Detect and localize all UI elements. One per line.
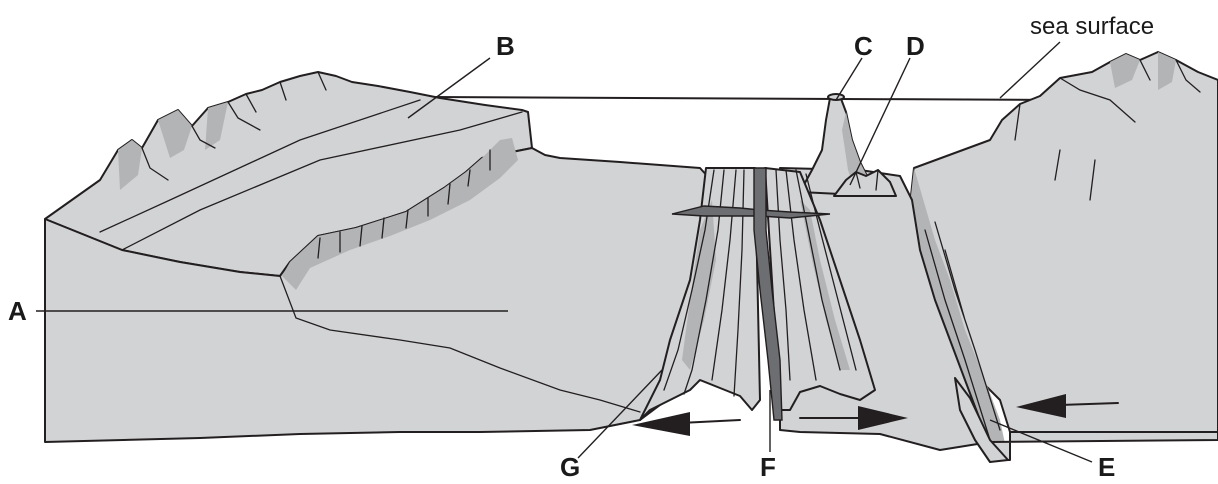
leader-c: [836, 58, 862, 100]
label-a: A: [8, 296, 27, 326]
label-f: F: [760, 452, 776, 482]
label-b: B: [496, 31, 515, 61]
label-d: D: [906, 31, 925, 61]
label-sea-surface: sea surface: [1030, 13, 1154, 40]
sea-surface-line: [430, 97, 1060, 100]
arrow-left-plate: [632, 412, 740, 436]
label-e: E: [1098, 452, 1115, 482]
label-g: G: [560, 452, 580, 482]
label-c: C: [854, 31, 873, 61]
leader-d: [850, 58, 910, 185]
